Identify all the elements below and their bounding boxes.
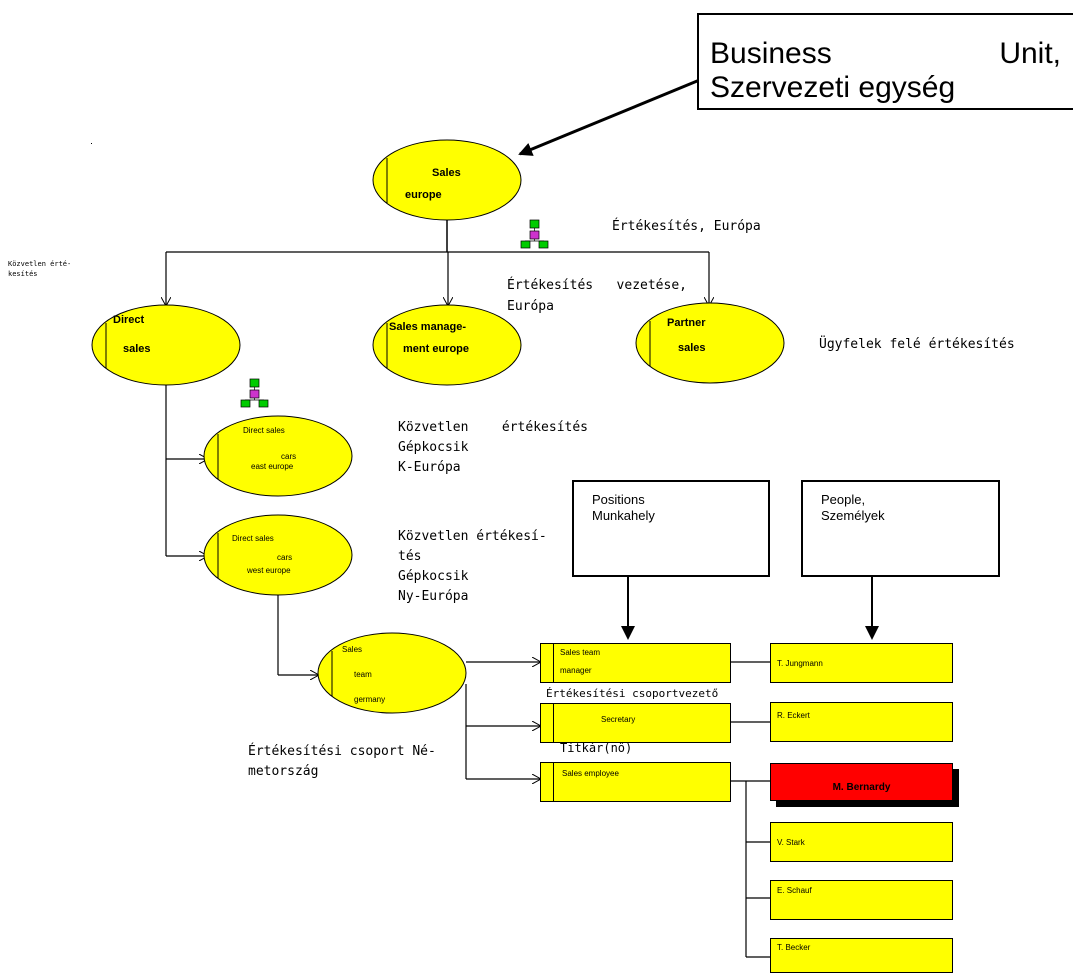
direct-east-label-2: cars [281, 452, 297, 461]
direct-west-label-2: cars [277, 553, 293, 562]
sales-management-hu: Értékesítés vezetése, Európa [507, 275, 687, 317]
person-r-eckert-label: R. Eckert [777, 711, 810, 720]
team-germany-hu: Értékesítési csoport Né- metország [248, 742, 436, 782]
person-m-bernardy[interactable]: M. Bernardy [770, 763, 953, 801]
position-sales-employee-label: Sales employee [562, 769, 619, 778]
business-unit-callout: Business Unit, Szervezeti egység [697, 13, 1073, 110]
direct-west-label-3: west europe [247, 566, 291, 575]
team-germany-label-1: Sales [342, 645, 363, 654]
direct-east-label-3: east europe [251, 462, 294, 471]
person-e-schauf[interactable]: E. Schauf [770, 880, 953, 920]
sales-management-hu-1b: vezetése, [616, 278, 687, 293]
sales-management-hu-2: Európa [507, 299, 554, 314]
person-t-becker-label: T. Becker [777, 943, 811, 952]
positions-header-title: Positions [592, 492, 645, 507]
sales-management-hu-1a: Értékesítés [507, 278, 594, 293]
partner-sales-label-2: sales [678, 342, 706, 354]
people-header-box: People, Személyek [801, 480, 1000, 577]
direct-west-hu: Közvetlen értékesí- tés Gépkocsik Ny-Eur… [398, 527, 547, 607]
person-t-jungmann-label: T. Jungmann [777, 659, 823, 668]
position-sales-employee[interactable]: Sales employee [540, 762, 731, 802]
partner-sales-hu: Ügyfelek felé értékesítés [819, 337, 1015, 352]
secretary-hu: Titkár(nő) [560, 741, 633, 755]
direct-east-hu-2: Gépkocsik [398, 440, 469, 455]
unit-sales-management-europe[interactable] [372, 304, 522, 386]
person-r-eckert[interactable]: R. Eckert [770, 702, 953, 742]
team-germany-label-2: team [354, 670, 372, 679]
people-header-title: People, [821, 492, 866, 507]
team-manager-hu: Értékesítési csoportvezető [546, 687, 719, 700]
unit-sales-europe[interactable] [372, 139, 522, 221]
direct-west-hu-2: tés [398, 549, 422, 564]
direct-sales-label-1: Direct [113, 314, 145, 326]
direct-sales-label-2: sales [123, 343, 151, 355]
unit-partner-sales[interactable] [635, 302, 785, 384]
unit-direct-sales-west-europe[interactable] [203, 514, 353, 596]
person-v-stark[interactable]: V. Stark [770, 822, 953, 862]
business-unit-hu: Szervezeti egység [710, 71, 956, 104]
person-e-schauf-label: E. Schauf [777, 886, 812, 895]
direct-west-hu-3: Gépkocsik [398, 569, 469, 584]
sales-europe-hu: Értékesítés, Európa [612, 219, 761, 234]
direct-sales-note: Közvetlen érté- kesítés [8, 260, 72, 278]
person-v-stark-label: V. Stark [777, 838, 805, 847]
direct-west-hu-1: Közvetlen értékesí- [398, 529, 547, 544]
direct-east-label-1: Direct sales [243, 426, 285, 435]
sales-management-label-2: ment europe [403, 343, 470, 355]
org-structure-icon [520, 219, 549, 249]
direct-west-label-1: Direct sales [232, 534, 274, 543]
person-t-becker[interactable]: T. Becker [770, 938, 953, 973]
person-m-bernardy-label: M. Bernardy [832, 782, 891, 793]
business-unit-arrow [518, 77, 703, 156]
unit-direct-sales[interactable] [91, 304, 241, 386]
position-sales-team-manager-label-1: Sales team [560, 648, 601, 657]
org-structure-icon [240, 378, 269, 408]
position-sales-team-manager[interactable]: Sales team manager [540, 643, 731, 683]
team-germany-label-3: germany [354, 695, 386, 704]
sales-europe-label-2: europe [405, 189, 442, 201]
business-unit-word: Business [710, 37, 832, 70]
unit-direct-sales-east-europe[interactable] [203, 415, 353, 497]
sales-europe-label-1: Sales [432, 167, 461, 179]
direct-east-hu-1a: Közvetlen [398, 420, 469, 435]
unit-sales-team-germany[interactable] [317, 632, 467, 714]
direct-west-hu-4: Ny-Európa [398, 589, 469, 604]
direct-east-hu-3: K-Európa [398, 460, 461, 475]
people-header-subtitle: Személyek [821, 508, 885, 523]
stray-dot [91, 143, 92, 144]
unit-word: Unit, [999, 37, 1061, 70]
positions-header-subtitle: Munkahely [592, 508, 655, 523]
positions-header-box: Positions Munkahely [572, 480, 770, 577]
direct-east-hu-1b: értékesítés [501, 420, 588, 435]
team-germany-hu-1: Értékesítési csoport Né- [248, 744, 436, 759]
person-t-jungmann[interactable]: T. Jungmann [770, 643, 953, 683]
position-secretary-label: Secretary [601, 715, 636, 724]
position-sales-team-manager-label-2: manager [560, 666, 592, 675]
direct-east-hu: Közvetlen értékesítés Gépkocsik K-Európa [398, 418, 588, 478]
sales-management-label-1: Sales manage- [389, 321, 467, 333]
team-germany-hu-2: metország [248, 764, 319, 779]
partner-sales-label-1: Partner [667, 317, 706, 329]
position-secretary[interactable]: Secretary [540, 703, 731, 743]
